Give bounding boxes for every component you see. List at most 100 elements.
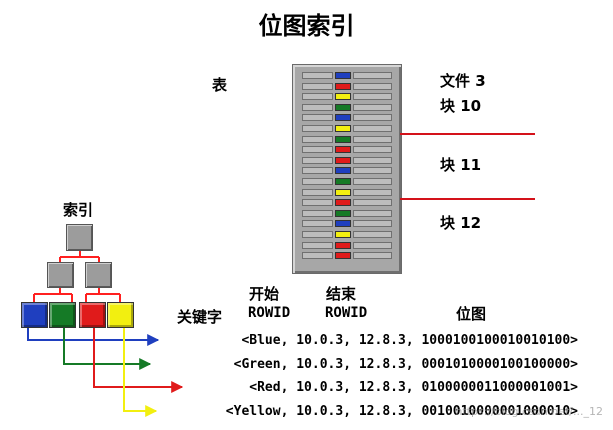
table-row-cell [302, 82, 333, 90]
arrow-green [63, 328, 152, 370]
table-row-color-swatch [335, 125, 351, 132]
table-row-color-swatch [335, 220, 351, 228]
index-root-node [66, 224, 93, 251]
index-branch-node-right [85, 262, 112, 288]
table-row-cell [302, 167, 333, 175]
table-row-cell [302, 188, 333, 196]
watermark: https://blog.csdn.net/..._12 [455, 405, 603, 418]
table-row-cell [353, 188, 392, 196]
table-row-cell [302, 209, 333, 217]
index-label: 索引 [63, 201, 94, 219]
table-row-cell [353, 209, 392, 217]
leaf-red [79, 302, 106, 328]
table-row [302, 156, 392, 165]
header-bitmap: 位图 [456, 305, 487, 323]
table-row-cell [353, 199, 392, 207]
entry-blue: <Blue, 10.0.3, 12.8.3, 10001001000100101… [241, 333, 578, 348]
entry-green: <Green, 10.0.3, 12.8.3, 0001010000100100… [233, 357, 578, 372]
table-row-cell [353, 146, 392, 154]
table-row-cell [353, 178, 392, 185]
table-row [302, 220, 392, 228]
table-row [302, 231, 392, 239]
table-row [302, 125, 392, 133]
table-row-color-swatch [335, 146, 351, 154]
table-row-cell [353, 220, 392, 228]
table-row-color-swatch [335, 178, 351, 185]
table-row-cell [353, 167, 392, 175]
table-row-cell [302, 199, 333, 207]
table-row-cell [302, 146, 333, 154]
table-row-cell [353, 82, 392, 90]
table-row [302, 178, 392, 186]
header-start-top: 开始 [249, 285, 280, 303]
table-row-cell [302, 178, 333, 185]
header-start-rowid: ROWID [248, 305, 291, 321]
table-row-color-swatch [335, 135, 351, 143]
table-row-color-swatch [335, 114, 351, 122]
file-label: 文件 3 [440, 72, 486, 90]
table-row [302, 82, 392, 91]
header-end-top: 结束 [326, 285, 357, 303]
table-row [302, 188, 392, 197]
arrow-blue [27, 328, 160, 346]
table-row-color-swatch [335, 156, 351, 164]
table-row-cell [302, 241, 333, 249]
table-row-cell [302, 114, 333, 122]
table-row [302, 135, 392, 144]
table-row-cell [302, 252, 333, 260]
table-row [302, 103, 392, 112]
block-10-label: 块 10 [440, 97, 482, 115]
table-row-color-swatch [335, 188, 351, 196]
table-row [302, 167, 392, 175]
table-row-color-swatch [335, 103, 351, 111]
table-label: 表 [212, 76, 228, 94]
table-row-color-swatch [335, 241, 351, 249]
table-row-cell [302, 220, 333, 228]
diagram-title: 位图索引 [258, 12, 355, 40]
table-row-color-swatch [335, 82, 351, 90]
table-row-cell [353, 241, 392, 249]
table-row-cell [353, 135, 392, 143]
table-row-cell [302, 125, 333, 132]
table-row-cell [302, 93, 333, 101]
table-row-cell [302, 156, 333, 164]
table-row-cell [302, 135, 333, 143]
header-end-rowid: ROWID [325, 305, 368, 321]
block-12-label: 块 12 [440, 214, 482, 232]
entry-yellow: <Yellow, 10.0.3, 12.8.3, 001001000000100… [225, 404, 578, 419]
table-row [302, 72, 392, 80]
table-row [302, 209, 392, 218]
table-row-color-swatch [335, 93, 351, 101]
table-row-cell [353, 156, 392, 164]
table-row-cell [302, 103, 333, 111]
table-row [302, 241, 392, 250]
block-11-label: 块 11 [440, 156, 482, 174]
table-row [302, 146, 392, 154]
table-row-cell [353, 93, 392, 101]
table-row-cell [353, 231, 392, 238]
table-row-cell [302, 72, 333, 79]
leaf-blue [21, 302, 48, 328]
table-row-color-swatch [335, 209, 351, 217]
table-row-color-swatch [335, 72, 351, 79]
table-row-cell [353, 72, 392, 79]
leaf-green [49, 302, 76, 328]
entry-red: <Red, 10.0.3, 12.8.3, 010000001100000100… [249, 380, 578, 395]
table-row [302, 252, 392, 260]
table-row-color-swatch [335, 252, 351, 260]
table-row-color-swatch [335, 167, 351, 175]
table-row [302, 199, 392, 207]
table-row-cell [353, 103, 392, 111]
table-row [302, 114, 392, 122]
arrow-yellow [123, 328, 158, 417]
table-row-cell [353, 114, 392, 122]
table-row [302, 93, 392, 101]
table-row-cell [353, 125, 392, 132]
table-row-color-swatch [335, 199, 351, 207]
arrow-red [93, 328, 184, 393]
table-row-color-swatch [335, 231, 351, 238]
leaf-yellow [107, 302, 134, 328]
